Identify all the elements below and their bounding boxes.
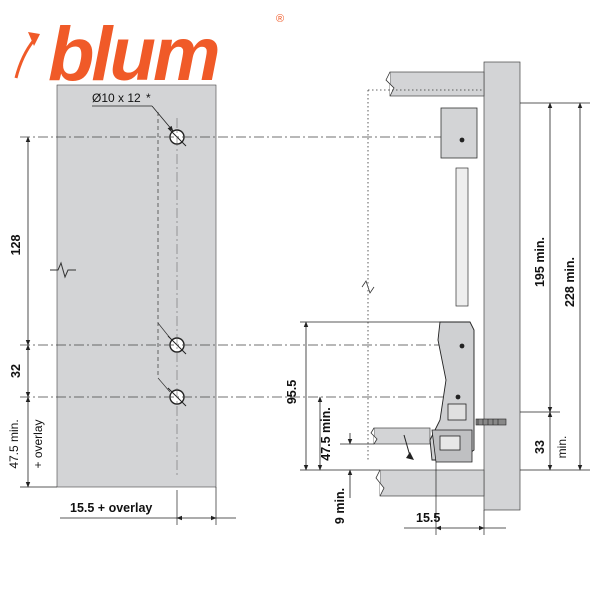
side-view: 95.5 47.5 min. 9 min. 15.5 195 min. 228 … (285, 61, 590, 535)
rear-bracket (440, 107, 478, 159)
front-panel: Ø10 x 12 * (50, 84, 217, 488)
hole-spec-text: Ø10 x 12 (92, 91, 141, 105)
registered-mark: ® (276, 13, 284, 25)
dim-15-5: 15.5 (416, 511, 440, 525)
dim-33-min: min. (555, 436, 569, 459)
bottom-shelf (379, 469, 485, 497)
left-dimension-chain: 128 32 47.5 min. + overlay (7, 136, 57, 488)
logo-arrow-icon (14, 32, 40, 79)
bottom-dimension-front: 15.5 + overlay (60, 487, 236, 525)
dim-195-min: 195 min. (533, 237, 547, 287)
dim-32: 32 (9, 364, 23, 378)
dim-15-5-overlay: 15.5 + overlay (70, 501, 152, 515)
hole-spec-label: Ø10 x 12 * (92, 91, 174, 132)
screw-icon (475, 418, 507, 426)
hole-spec-asterisk: * (146, 91, 151, 105)
break-line (50, 261, 76, 279)
dim-47-5-min: 47.5 min. (7, 419, 21, 468)
dim-overlay: + overlay (31, 419, 45, 468)
top-shelf (389, 71, 485, 97)
cabinet-side-wall (483, 61, 521, 511)
dim-128: 128 (9, 235, 23, 256)
blum-logo: blum ® (14, 12, 284, 97)
reference-lines (20, 136, 470, 398)
drawer-bottom (373, 427, 431, 445)
dim-47-5-min-side: 47.5 min. (319, 407, 333, 461)
runner-bracket (429, 321, 475, 461)
rear-slot (455, 167, 469, 307)
dim-9-min: 9 min. (333, 488, 347, 524)
drawer-side-outline (367, 89, 484, 460)
front-panel-body (56, 84, 217, 488)
dim-228-min: 228 min. (563, 257, 577, 307)
dim-95-5: 95.5 (285, 380, 299, 404)
dim-33: 33 (533, 440, 547, 454)
logo-wordmark: blum (48, 12, 218, 97)
